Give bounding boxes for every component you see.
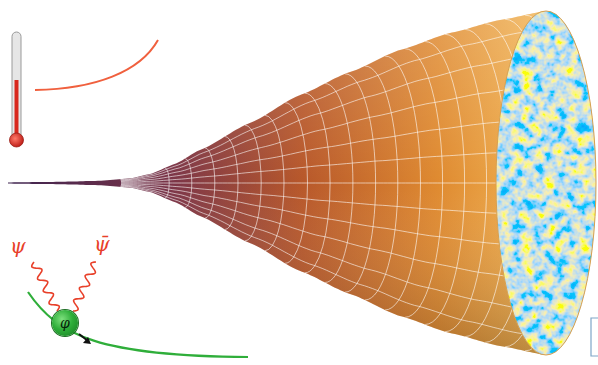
- cmb-disc: [496, 11, 596, 355]
- field-ball: φ: [52, 310, 78, 336]
- cmb-map: [496, 11, 596, 355]
- roll-arrow: [79, 334, 91, 344]
- field-symbol: φ: [60, 316, 70, 330]
- thermometer: [10, 32, 24, 147]
- particle-label: ψ: [10, 236, 26, 256]
- corner-bracket: [591, 318, 598, 356]
- temperature-curve: [35, 40, 158, 90]
- potential-curve: [28, 292, 248, 357]
- decay-lines: [32, 262, 96, 311]
- wavy-line: [73, 262, 96, 311]
- wavy-line: [32, 262, 60, 311]
- cmb-rim: [496, 11, 596, 355]
- particle-label: ψ̄: [94, 234, 110, 254]
